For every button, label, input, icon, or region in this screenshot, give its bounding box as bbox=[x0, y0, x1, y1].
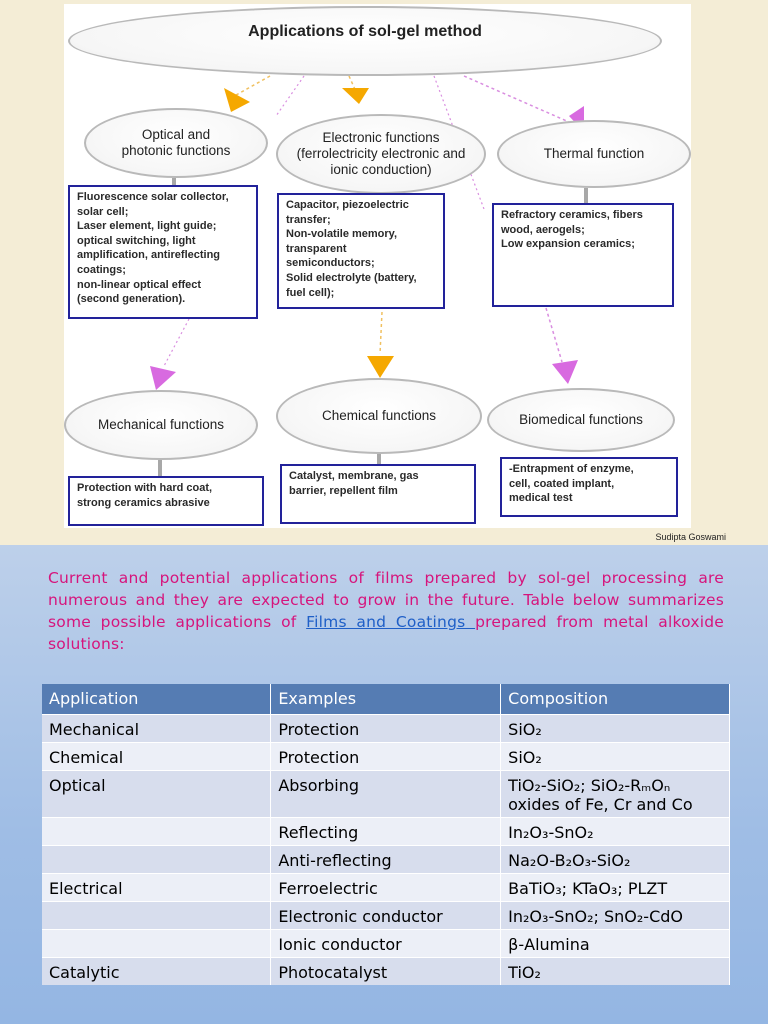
table-row: Reflecting In₂O₃-SnO₂ bbox=[42, 816, 730, 845]
stem-optical bbox=[172, 178, 176, 188]
oval-optical: Optical and photonic functions bbox=[84, 108, 268, 178]
cell-application: Catalytic bbox=[42, 956, 272, 985]
table-row: Catalytic Photocatalyst TiO₂ bbox=[42, 956, 730, 985]
cell-composition: TiO₂-SiO₂; SiO₂-RₘOₙ oxides of Fe, Cr an… bbox=[500, 769, 730, 817]
box-optical: Fluorescence solar collector, solar cell… bbox=[68, 185, 258, 319]
cell-example: Photocatalyst bbox=[270, 956, 502, 985]
cell-application: Electrical bbox=[42, 872, 272, 901]
applications-table: Application Examples Composition Mechani… bbox=[42, 684, 730, 985]
oval-chemical-label: Chemical functions bbox=[321, 408, 437, 423]
box-electronic: Capacitor, piezoelectric transfer; Non-v… bbox=[277, 193, 445, 309]
connector-to-biomedical bbox=[545, 307, 563, 363]
cell-example: Electronic conductor bbox=[270, 900, 502, 929]
oval-mechanical: Mechanical functions bbox=[64, 390, 258, 460]
cell-composition: TiO₂ bbox=[500, 956, 730, 985]
title-oval: Applications of sol-gel method bbox=[68, 6, 662, 76]
table-header-row: Application Examples Composition bbox=[42, 684, 730, 714]
oval-thermal: Thermal function bbox=[497, 120, 691, 188]
connector-to-mechanical bbox=[163, 318, 190, 367]
arrowhead-optical bbox=[224, 88, 250, 112]
table-row: Electronic conductor In₂O₃-SnO₂; SnO₂-Cd… bbox=[42, 900, 730, 929]
cell-example: Absorbing bbox=[270, 769, 502, 817]
cell-example: Ionic conductor bbox=[270, 928, 502, 957]
oval-biomedical-label: Biomedical functions bbox=[519, 412, 643, 427]
header-composition: Composition bbox=[500, 684, 730, 714]
table-row: Mechanical Protection SiO₂ bbox=[42, 713, 730, 742]
arrowhead-biomedical bbox=[552, 360, 578, 384]
image-credit: Sudipta Goswami bbox=[655, 532, 726, 542]
arrowhead-chemical bbox=[367, 356, 394, 378]
intro-paragraph: Current and potential applications of fi… bbox=[48, 567, 724, 655]
content-panel: Current and potential applications of fi… bbox=[0, 545, 768, 1024]
films-and-coatings-link[interactable]: Films and Coatings bbox=[306, 613, 476, 631]
stem-mechanical bbox=[158, 460, 162, 480]
box-mechanical: Protection with hard coat, strong cerami… bbox=[68, 476, 264, 526]
cell-application bbox=[42, 816, 272, 845]
cell-application: Optical bbox=[42, 769, 272, 817]
header-application: Application bbox=[42, 684, 272, 714]
cell-composition: BaTiO₃; KTaO₃; PLZT bbox=[500, 872, 730, 901]
cell-application bbox=[42, 844, 272, 873]
oval-electronic-label: Electronic functions (ferrolectricity el… bbox=[296, 130, 466, 177]
connector-title-thermal bbox=[463, 75, 570, 123]
diagram-panel: Applications of sol-gel method Optical a… bbox=[0, 0, 768, 545]
box-chemical: Catalyst, membrane, gas barrier, repelle… bbox=[280, 464, 476, 524]
box-biomedical: -Entrapment of enzyme, cell, coated impl… bbox=[500, 457, 678, 517]
cell-composition: SiO₂ bbox=[500, 741, 730, 770]
cell-example: Ferroelectric bbox=[270, 872, 502, 901]
cell-composition: In₂O₃-SnO₂ bbox=[500, 816, 730, 845]
arrowhead-mechanical bbox=[150, 366, 176, 390]
table-row: Anti-reflecting Na₂O-B₂O₃-SiO₂ bbox=[42, 844, 730, 873]
oval-chemical: Chemical functions bbox=[276, 378, 482, 454]
oval-biomedical: Biomedical functions bbox=[487, 388, 675, 452]
box-thermal: Refractory ceramics, fibers wood, aeroge… bbox=[492, 203, 674, 307]
cell-application: Mechanical bbox=[42, 713, 272, 742]
cell-composition: In₂O₃-SnO₂; SnO₂-CdO bbox=[500, 900, 730, 929]
cell-example: Reflecting bbox=[270, 816, 502, 845]
table-row: Optical Absorbing TiO₂-SiO₂; SiO₂-RₘOₙ o… bbox=[42, 769, 730, 817]
cell-example: Protection bbox=[270, 713, 502, 742]
oval-electronic: Electronic functions (ferrolectricity el… bbox=[276, 114, 486, 194]
intro-text-after: prepared from metal alkoxide solutions: bbox=[48, 613, 724, 653]
cell-composition: SiO₂ bbox=[500, 713, 730, 742]
cell-example: Protection bbox=[270, 741, 502, 770]
table-row: Electrical Ferroelectric BaTiO₃; KTaO₃; … bbox=[42, 872, 730, 901]
connector-to-chemical bbox=[379, 311, 383, 355]
cell-application bbox=[42, 928, 272, 957]
cell-application bbox=[42, 900, 272, 929]
stem-chemical bbox=[377, 454, 381, 466]
table-row: Chemical Protection SiO₂ bbox=[42, 741, 730, 770]
arrowhead-electronic bbox=[342, 88, 369, 104]
intro-text-before: Current and potential applications of fi… bbox=[48, 569, 724, 631]
diagram-title: Applications of sol-gel method bbox=[248, 23, 482, 40]
cell-example: Anti-reflecting bbox=[270, 844, 502, 873]
oval-mechanical-label: Mechanical functions bbox=[97, 417, 225, 432]
header-examples: Examples bbox=[270, 684, 502, 714]
connector-title-optical bbox=[228, 75, 271, 100]
cell-composition: Na₂O-B₂O₃-SiO₂ bbox=[500, 844, 730, 873]
cell-composition: β-Alumina bbox=[500, 928, 730, 957]
connector-title-electronic-2 bbox=[275, 75, 305, 117]
table-row: Ionic conductor β-Alumina bbox=[42, 928, 730, 957]
cell-application: Chemical bbox=[42, 741, 272, 770]
oval-thermal-label: Thermal function bbox=[543, 146, 645, 161]
oval-optical-label: Optical and photonic functions bbox=[121, 127, 231, 158]
stem-thermal bbox=[584, 188, 588, 204]
sol-gel-diagram: Applications of sol-gel method Optical a… bbox=[64, 4, 691, 528]
